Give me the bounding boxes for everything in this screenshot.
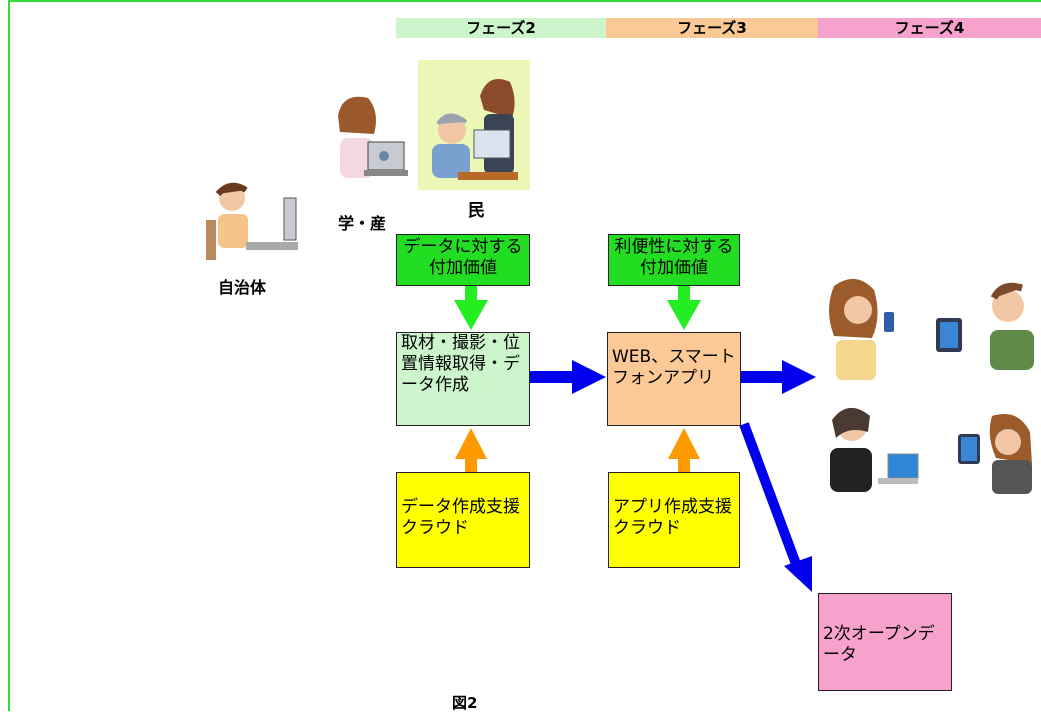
green-arrow-right — [667, 286, 701, 330]
user-woman-phone-illustration — [830, 407, 919, 492]
municipality-label: 自治体 — [218, 278, 267, 297]
web-app-box: WEB、スマートフォンアプリ — [607, 332, 741, 426]
figure-caption: 図2 — [452, 694, 478, 712]
phase-4-header: フェーズ4 — [818, 18, 1041, 38]
blue-arrow-phase3-to-phase4 — [740, 360, 816, 394]
orange-arrow-right — [668, 428, 700, 472]
diagram-frame — [8, 0, 1041, 711]
phase-2-header: フェーズ2 — [396, 18, 606, 38]
user-woman-smartphone-illustration — [829, 278, 894, 380]
citizen-label: 民 — [468, 201, 485, 221]
data-work-box: 取材・撮影・位置情報取得・データ作成 — [396, 332, 530, 426]
phase-3-header: フェーズ3 — [606, 18, 818, 38]
citizen-illustration — [418, 60, 530, 190]
convenience-value-box: 利便性に対する付加価値 — [608, 234, 740, 286]
academia-industry-illustration — [338, 96, 408, 178]
green-arrow-left — [454, 286, 488, 330]
blue-arrow-to-open-data — [739, 422, 812, 592]
data-value-box: データに対する付加価値 — [396, 234, 530, 286]
app-support-box: アプリ作成支援クラウド — [608, 472, 740, 568]
user-man-tablet-illustration — [936, 282, 1034, 370]
user-woman-tablet-illustration — [958, 414, 1032, 494]
academia-industry-label: 学・産 — [338, 214, 387, 233]
municipality-illustration — [206, 182, 298, 260]
orange-arrow-left — [455, 428, 487, 472]
blue-arrow-phase2-to-phase3 — [530, 360, 606, 394]
data-support-box: データ作成支援クラウド — [396, 472, 530, 568]
open-data-box: 2次オープンデータ — [818, 593, 952, 691]
